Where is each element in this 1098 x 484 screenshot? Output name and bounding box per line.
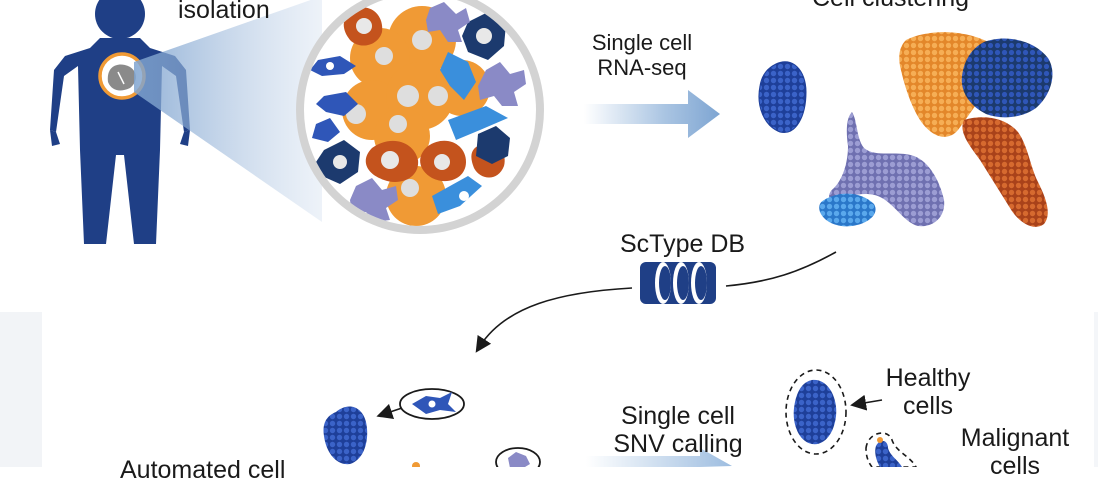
cell-clustering-label: Cell clustering bbox=[812, 0, 969, 12]
rna-seq-label-line2: RNA-seq bbox=[597, 55, 687, 80]
database-icon bbox=[640, 262, 716, 304]
automated-cell-label: Automated cell bbox=[120, 456, 286, 484]
sctype-db-label: ScType DB bbox=[620, 230, 746, 258]
snv-arrow bbox=[586, 448, 732, 467]
snv-calling-label-line2: SNV calling bbox=[613, 430, 743, 458]
cell-cluster-annotation bbox=[323, 406, 368, 465]
cluster-lightblue bbox=[819, 193, 876, 227]
umap-clusters bbox=[819, 32, 1053, 227]
db-connector-line bbox=[725, 251, 837, 287]
cell-cluster-unlabeled bbox=[758, 61, 807, 133]
tissue-sample-icon bbox=[296, 0, 544, 234]
cluster-navy bbox=[961, 38, 1053, 118]
healthy-boundary bbox=[785, 369, 847, 455]
snv-calling-label-line1: Single cell bbox=[621, 402, 735, 430]
healthy-cells-label: Healthy cells bbox=[880, 364, 976, 420]
magnification-beam bbox=[134, 0, 322, 222]
rna-seq-label: Single cell RNA-seq bbox=[586, 30, 698, 80]
healthy-pointer bbox=[850, 394, 883, 411]
cluster-rust bbox=[962, 117, 1048, 227]
malignant-boundary bbox=[865, 432, 917, 467]
rna-seq-label-line1: Single cell bbox=[591, 30, 693, 55]
cell-icon bbox=[399, 388, 465, 420]
human-body-icon bbox=[50, 0, 190, 244]
cluster-lavender bbox=[829, 112, 945, 227]
healthy-cells-label-line2: cells bbox=[902, 392, 953, 420]
healthy-cells-cluster bbox=[793, 379, 837, 445]
isolation-label: isolation bbox=[178, 0, 270, 24]
left-background-panel bbox=[0, 312, 42, 467]
malignant-cells-label-line1: Malignant bbox=[960, 424, 1070, 452]
malignant-cells-cluster bbox=[875, 440, 902, 467]
malignant-cells-label-line2: cells bbox=[989, 452, 1040, 480]
organ-icon bbox=[98, 52, 146, 100]
db-to-annotation-arrow bbox=[475, 287, 633, 353]
rna-seq-arrow bbox=[584, 90, 720, 138]
cell-dot bbox=[412, 462, 420, 467]
annotation-arrow bbox=[376, 403, 403, 420]
malignant-cells-label: Malignant cells bbox=[956, 424, 1074, 480]
diagram-graphics bbox=[50, 0, 1053, 467]
malignant-marker bbox=[877, 437, 883, 443]
right-background-edge bbox=[1094, 312, 1098, 467]
snv-calling-label: Single cell SNV calling bbox=[608, 402, 748, 458]
cell-icon bbox=[495, 447, 541, 467]
healthy-cells-label-line1: Healthy bbox=[885, 364, 971, 392]
